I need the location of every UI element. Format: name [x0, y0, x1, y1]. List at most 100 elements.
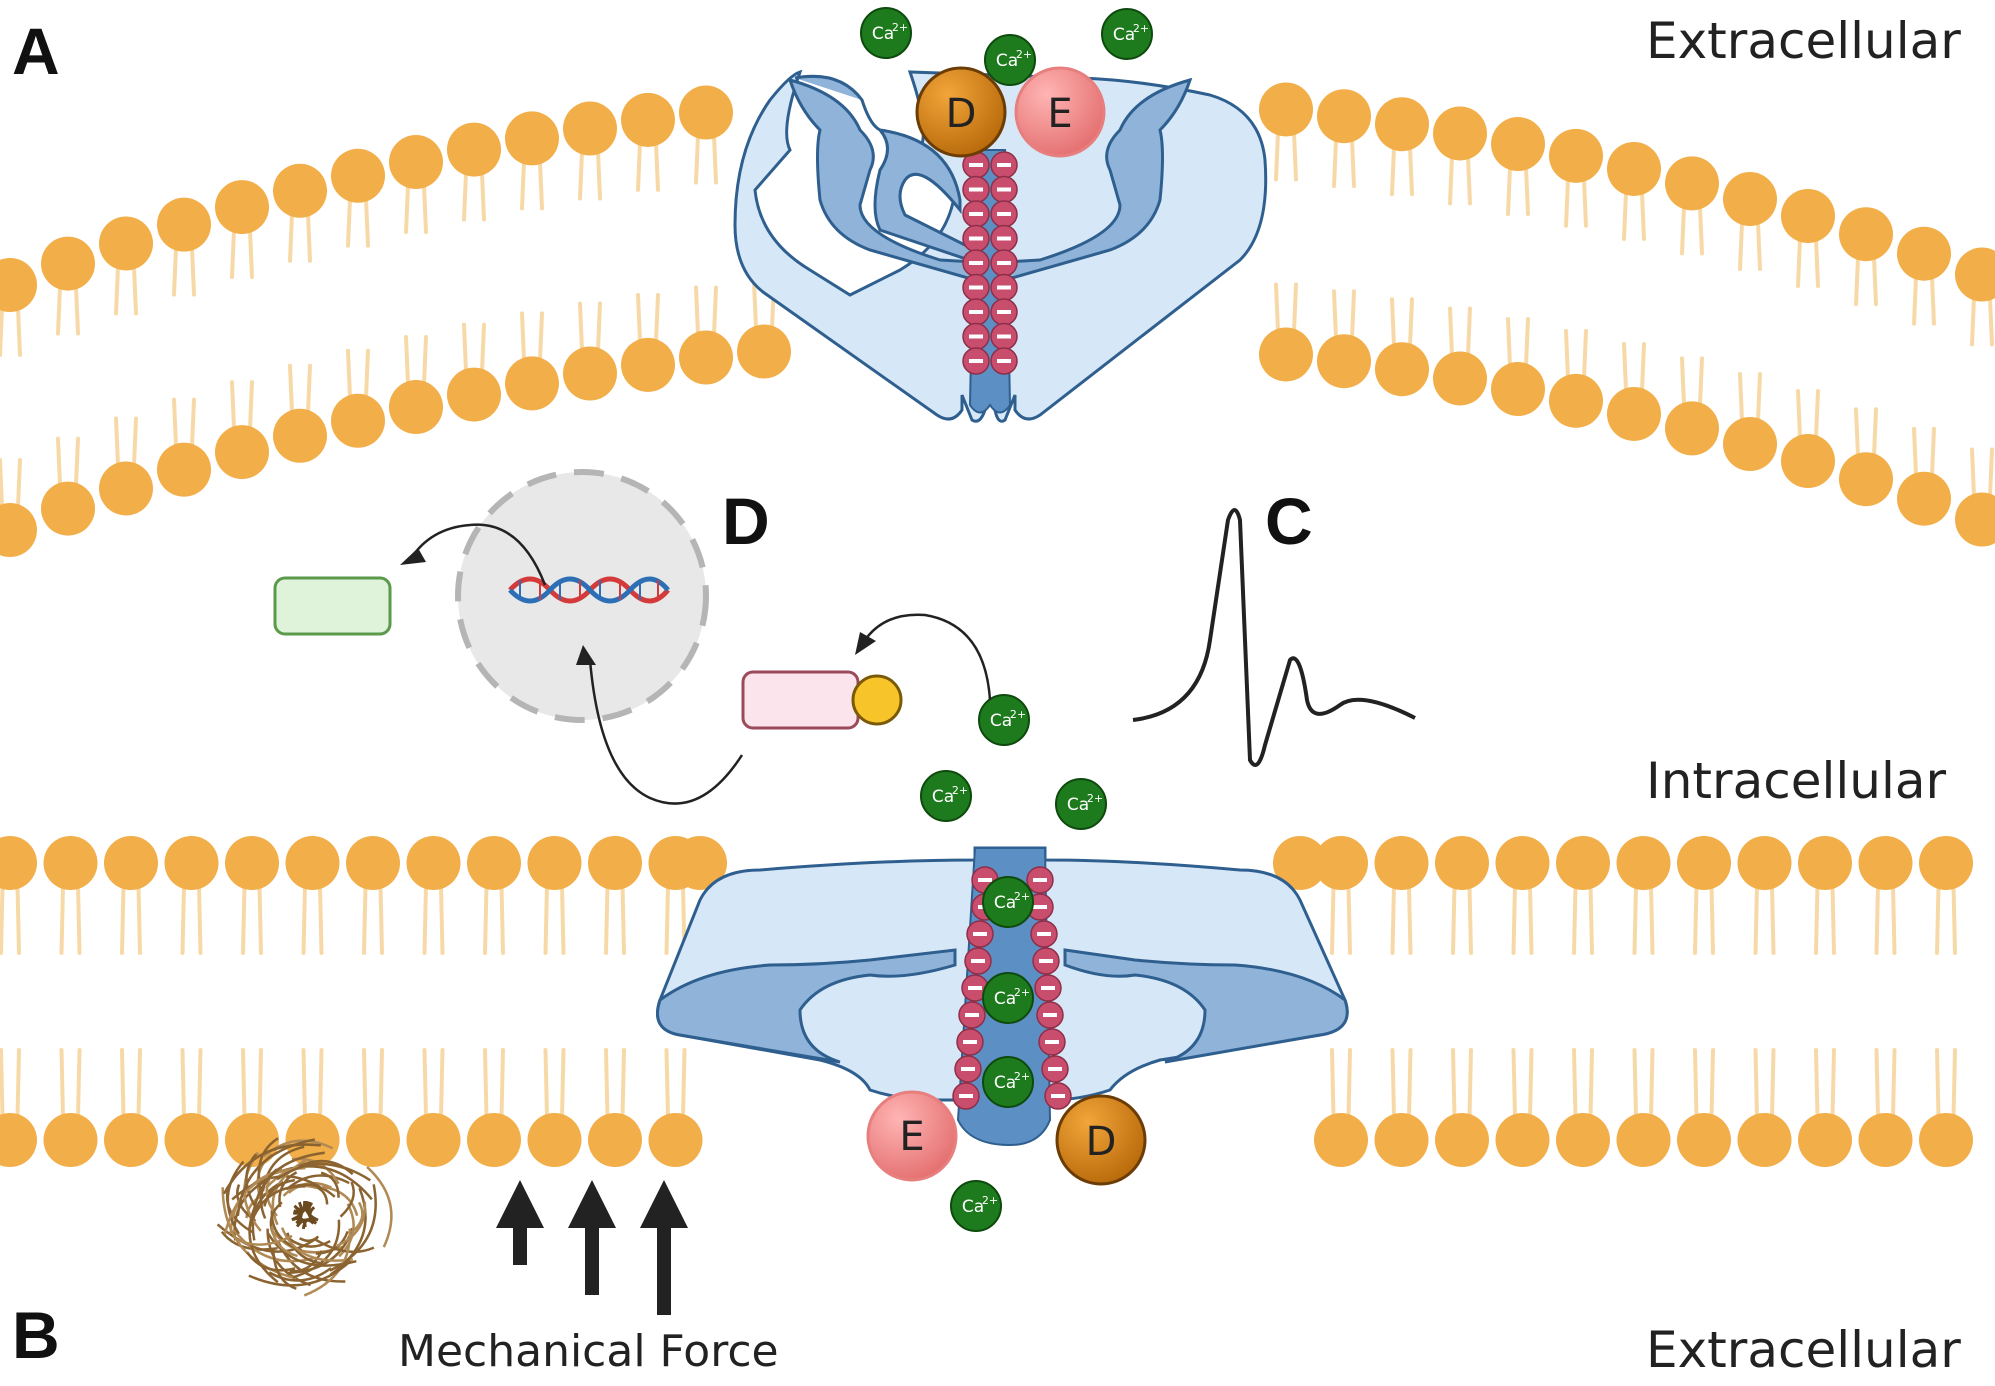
lipid-head	[1317, 89, 1371, 144]
matrix-fiber	[308, 1206, 318, 1225]
lipid-head	[43, 836, 98, 890]
calcium-ion-charge: 2+	[1133, 22, 1149, 35]
minus-sign	[1041, 986, 1055, 990]
lipid-head	[331, 148, 385, 203]
gene-product-box	[273, 576, 392, 636]
lipid-head	[1737, 1113, 1792, 1167]
minus-sign	[965, 1013, 979, 1017]
dna-to-box-arrow	[408, 523, 547, 586]
panel-label-d: D	[722, 484, 770, 558]
lower-domain-d-label: D	[1086, 1119, 1117, 1165]
lipid-head	[737, 324, 791, 379]
lipid-head	[1839, 207, 1893, 262]
calcium-ion-ball	[978, 694, 1030, 746]
calcium-ion-ball	[982, 876, 1034, 928]
lipid-head	[99, 461, 153, 516]
lipid-head	[447, 122, 501, 177]
calcium-ion: Ca2+	[984, 34, 1036, 86]
lower-domain-d: D	[1055, 1094, 1147, 1186]
panel-label-a: A	[12, 14, 60, 88]
minus-sign	[969, 285, 983, 290]
force-arrow-1	[496, 1180, 544, 1265]
lipid-head	[621, 337, 675, 392]
matrix-fiber	[366, 1165, 393, 1248]
calcium-ion-ball	[1101, 8, 1153, 60]
calcium-ion-label: Ca	[1067, 795, 1089, 815]
lipid-head	[1665, 156, 1719, 211]
lipid-head	[1314, 836, 1368, 890]
matrix-fiber	[322, 1185, 359, 1217]
matrix-fiber	[336, 1201, 367, 1248]
matrix-fiber	[271, 1158, 307, 1226]
calcium-ion: Ca2+	[982, 1056, 1034, 1108]
lipid-head	[1435, 836, 1489, 890]
upper-channel-left-lobe	[787, 77, 977, 282]
activator-ball	[851, 674, 903, 726]
lipid-head	[1607, 386, 1661, 441]
minus-sign	[997, 359, 1011, 363]
matrix-fiber	[259, 1168, 278, 1219]
calcium-ion: Ca2+	[1101, 8, 1153, 60]
lipid-head	[1919, 836, 1973, 890]
minus-sign	[1033, 878, 1047, 882]
lipid-head	[1433, 351, 1487, 406]
lipid-head	[648, 1113, 703, 1167]
lipid-head	[1556, 1113, 1610, 1167]
lipid-head	[41, 236, 95, 291]
minus-sign	[978, 878, 992, 882]
calcium-ion: Ca2+	[1055, 778, 1107, 830]
region-label-top-extracellular: Extracellular	[1646, 12, 1961, 70]
lower-domain-d-ball	[1055, 1094, 1147, 1186]
lipid-head	[1919, 1113, 1973, 1167]
calcium-ion-ball	[920, 770, 972, 822]
minus-sign	[969, 261, 983, 265]
matrix-fiber	[350, 1201, 364, 1234]
dna-to-box-arrowhead	[400, 548, 426, 565]
force-arrow-2	[568, 1180, 616, 1295]
lipid-head	[467, 836, 521, 890]
matrix-fiber	[272, 1247, 297, 1290]
region-label-bottom-extracellular: Extracellular	[1646, 1321, 1961, 1379]
calcium-to-protein-arrow	[863, 613, 992, 701]
lipid-head	[1798, 836, 1852, 890]
force-arrow-3	[640, 1180, 688, 1315]
calcium-ion-label: Ca	[990, 711, 1012, 731]
lipid-head	[563, 346, 617, 401]
lipid-head	[588, 836, 642, 890]
matrix-fiber	[299, 1235, 320, 1242]
lipid-head	[346, 836, 400, 890]
minus-sign	[959, 1094, 973, 1098]
calcium-ion-charge: 2+	[1016, 48, 1032, 61]
minus-sign	[969, 212, 983, 216]
lipid-head	[467, 1113, 521, 1167]
minus-sign	[997, 261, 1011, 265]
upper-channel-right-lobe	[1003, 77, 1193, 282]
protein-to-nucleus-arrow	[588, 659, 744, 805]
matrix-fiber	[268, 1267, 332, 1282]
upper-domain-e-label: E	[1047, 91, 1072, 137]
calcium-ion-ball	[950, 1180, 1002, 1232]
nucleus	[455, 469, 709, 723]
minus-sign	[997, 285, 1011, 290]
lipid-head	[1491, 117, 1545, 172]
lipid-head	[679, 85, 733, 140]
minus-sign	[997, 163, 1011, 167]
lipid-head	[527, 1113, 582, 1167]
lipid-head	[389, 380, 443, 435]
minus-sign	[997, 236, 1011, 241]
matrix-fiber	[248, 1260, 352, 1287]
minus-sign	[969, 187, 983, 192]
matrix-fiber	[289, 1250, 323, 1273]
lipid-head	[225, 836, 279, 890]
calcium-ion: Ca2+	[978, 694, 1030, 746]
lipid-head	[1549, 128, 1603, 183]
lipid-head	[505, 111, 559, 166]
matrix-fiber	[245, 1153, 258, 1208]
calcium-ion-label: Ca	[994, 989, 1016, 1009]
calcium-ion: Ca2+	[920, 770, 972, 822]
extracellular-matrix-icon	[216, 1137, 393, 1297]
minus-sign	[1039, 959, 1053, 963]
lipid-head	[527, 836, 582, 890]
lipid-head	[679, 330, 733, 385]
